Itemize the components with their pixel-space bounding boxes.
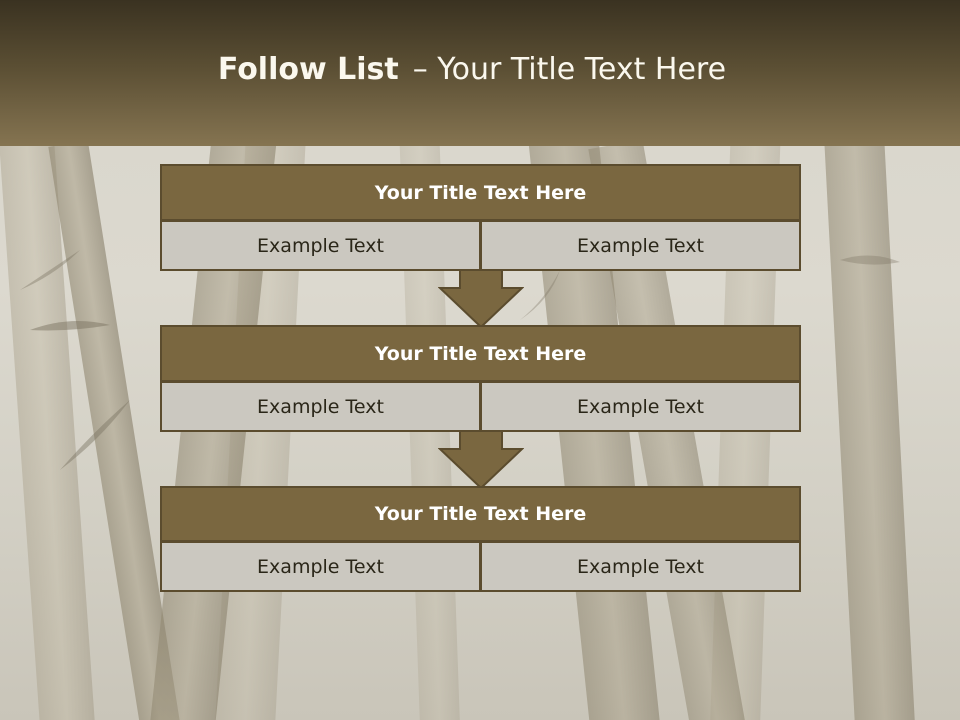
slide-title-bold: Follow List <box>217 52 399 87</box>
header-band <box>0 0 960 146</box>
list-block-1: Your Title Text Here Example Text Exampl… <box>160 164 801 271</box>
down-arrow-icon <box>438 270 524 328</box>
block-cell-right: Example Text <box>480 542 801 592</box>
block-title: Your Title Text Here <box>160 486 801 542</box>
block-cell-right: Example Text <box>480 382 801 432</box>
block-title: Your Title Text Here <box>160 325 801 382</box>
slide-title: Follow List – Your Title Text Here <box>0 52 944 87</box>
block-cell-right: Example Text <box>480 221 801 271</box>
block-cell-left: Example Text <box>160 221 481 271</box>
block-cell-left: Example Text <box>160 542 481 592</box>
list-block-3: Your Title Text Here Example Text Exampl… <box>160 486 801 592</box>
block-cell-left: Example Text <box>160 382 481 432</box>
list-block-2: Your Title Text Here Example Text Exampl… <box>160 325 801 432</box>
slide-title-rest: – Your Title Text Here <box>412 52 727 87</box>
block-title: Your Title Text Here <box>160 164 801 221</box>
down-arrow-icon <box>438 431 524 489</box>
